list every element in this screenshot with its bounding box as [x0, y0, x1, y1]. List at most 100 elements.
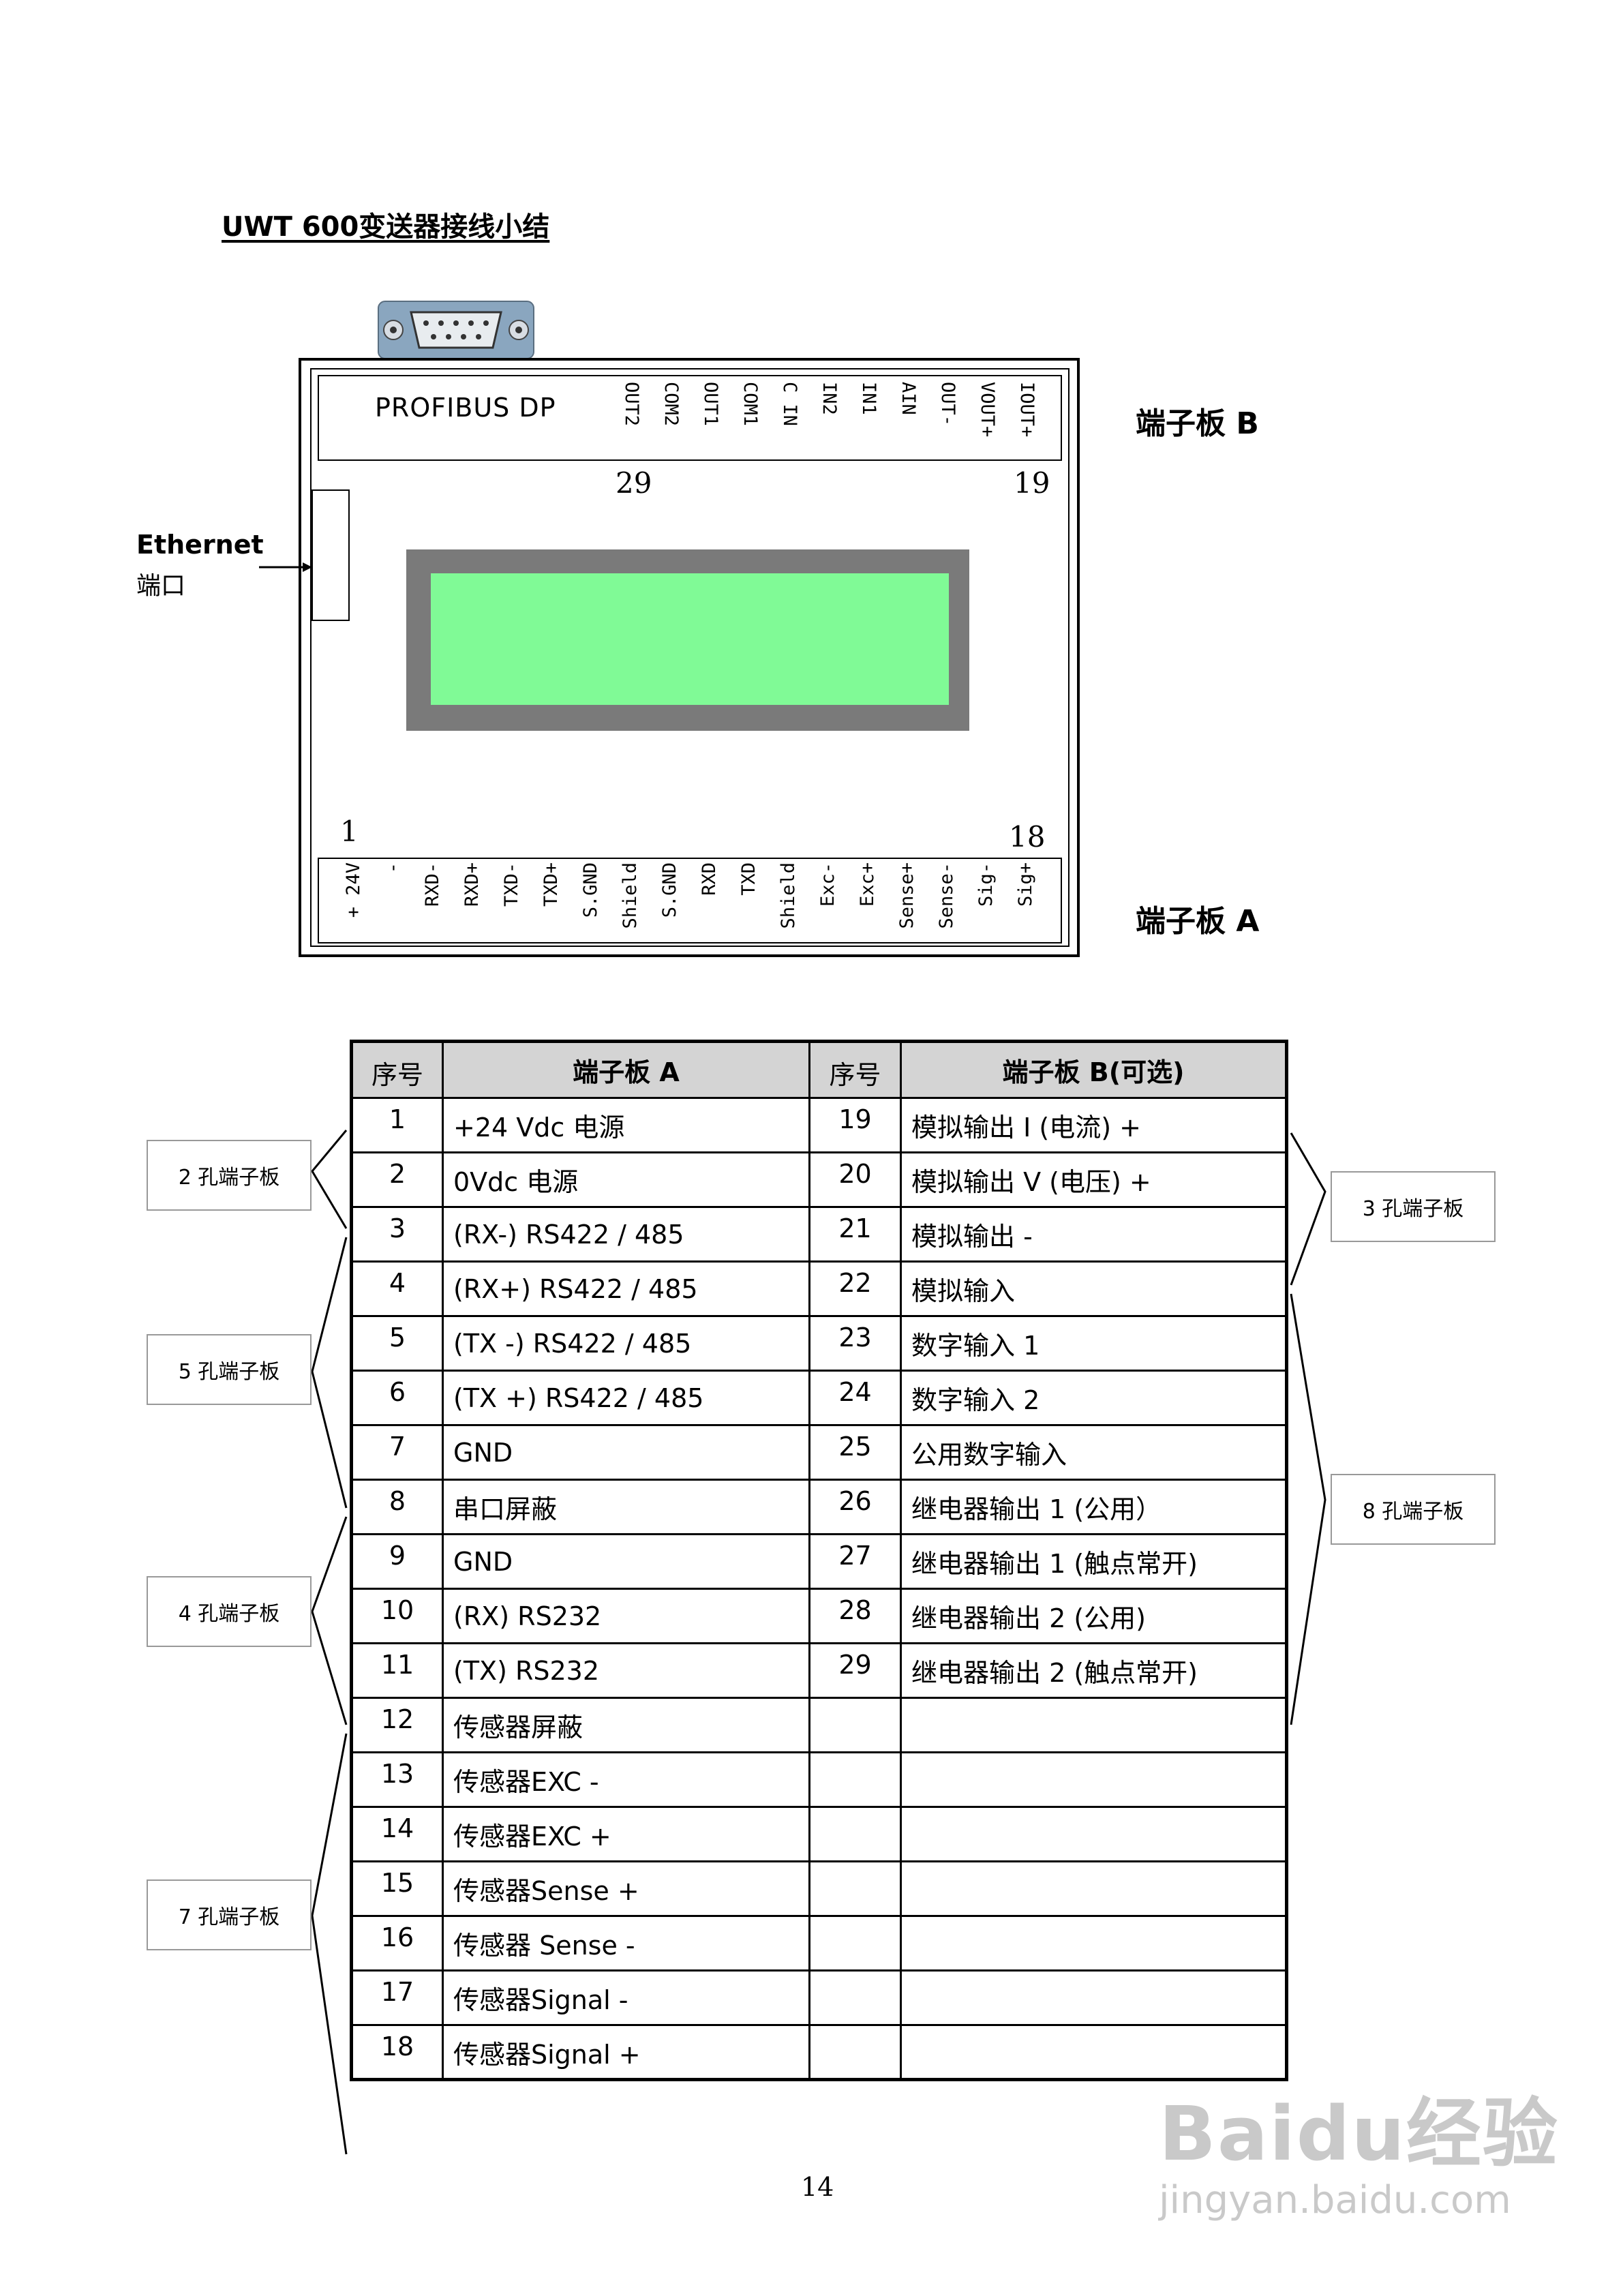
- row-desc-a: GND: [442, 1533, 810, 1590]
- row-desc-a: 传感器EXC +: [442, 1806, 810, 1862]
- row-num-b: [808, 1915, 902, 1972]
- row-num-a: 15: [350, 1860, 444, 1917]
- group-box-3-hole: 3 孔端子板: [1331, 1171, 1496, 1242]
- group-box-7-hole: 7 孔端子板: [147, 1879, 312, 1950]
- row-desc-a: (RX-) RS422 / 485: [442, 1206, 810, 1263]
- board-b-label: 端子板 B: [1136, 406, 1259, 441]
- row-desc-a: (RX+) RS422 / 485: [442, 1260, 810, 1317]
- terminal-strip-b: [318, 375, 1062, 461]
- row-num-a: 10: [350, 1588, 444, 1644]
- pin-number-29: 29: [616, 466, 652, 500]
- terminal-b-pin: COM2: [661, 382, 682, 427]
- row-num-a: 17: [350, 1969, 444, 2026]
- terminal-b-pin: C IN: [779, 382, 800, 427]
- terminal-b-pin: OUT1: [700, 382, 721, 427]
- row-num-b: [808, 2024, 902, 2081]
- device-inner-outline: [310, 368, 1070, 947]
- row-desc-b: [900, 1697, 1288, 1753]
- row-num-b: 26: [808, 1479, 902, 1535]
- terminal-b-pin: OUT-: [937, 382, 958, 427]
- group-box-4-hole: 4 孔端子板: [147, 1576, 312, 1647]
- row-desc-a: (RX) RS232: [442, 1588, 810, 1644]
- row-num-a: 5: [350, 1315, 444, 1372]
- row-num-a: 11: [350, 1642, 444, 1699]
- terminal-strip-a: [318, 858, 1062, 943]
- row-desc-b: 继电器输出 1 (触点常开): [900, 1533, 1288, 1590]
- row-num-a: 8: [350, 1479, 444, 1535]
- device-outline: [299, 358, 1080, 957]
- row-desc-b: [900, 1751, 1288, 1808]
- row-num-a: 3: [350, 1206, 444, 1263]
- pin-number-18: 18: [1009, 820, 1046, 854]
- db9-connector-icon: [378, 301, 534, 359]
- table-header-row: 序号 端子板 A 序号 端子板 B(可选): [350, 1040, 1288, 1099]
- board-a-label: 端子板 A: [1136, 904, 1260, 939]
- row-num-b: [808, 1751, 902, 1808]
- row-num-b: 22: [808, 1260, 902, 1317]
- row-desc-b: 继电器输出 1 (公用）: [900, 1479, 1288, 1535]
- pin-number-1: 1: [340, 815, 359, 848]
- lcd-screen: [431, 573, 949, 705]
- row-desc-b: 数字输入 1: [900, 1315, 1288, 1372]
- row-num-b: [808, 1860, 902, 1917]
- row-desc-b: 模拟输出 I (电流) +: [900, 1097, 1288, 1153]
- row-desc-a: +24 Vdc 电源: [442, 1097, 810, 1153]
- row-desc-b: [900, 1860, 1288, 1917]
- header-board-b: 端子板 B(可选): [900, 1040, 1288, 1099]
- row-num-b: 19: [808, 1097, 902, 1153]
- row-desc-a: (TX -) RS422 / 485: [442, 1315, 810, 1372]
- row-desc-a: 传感器EXC -: [442, 1751, 810, 1808]
- row-num-b: 28: [808, 1588, 902, 1644]
- pin-number-19: 19: [1014, 466, 1050, 500]
- terminal-b-pin: IN1: [858, 382, 879, 415]
- row-desc-a: 0Vdc 电源: [442, 1151, 810, 1208]
- ethernet-label: Ethernet: [136, 530, 264, 560]
- page-number: 14: [801, 2172, 834, 2202]
- row-num-a: 7: [350, 1424, 444, 1481]
- ethernet-label-port: 端口: [136, 572, 186, 600]
- baidu-watermark-logo: Baidu经验: [1159, 2090, 1559, 2177]
- row-num-b: 27: [808, 1533, 902, 1590]
- row-desc-a: 传感器Sense +: [442, 1860, 810, 1917]
- row-num-a: 1: [350, 1097, 444, 1153]
- ethernet-port: [312, 489, 350, 621]
- row-num-b: 24: [808, 1370, 902, 1426]
- row-num-b: 25: [808, 1424, 902, 1481]
- row-desc-b: 公用数字输入: [900, 1424, 1288, 1481]
- ethernet-arrow-icon: [259, 562, 312, 572]
- header-board-a: 端子板 A: [442, 1040, 810, 1099]
- terminal-b-pin: VOUT+: [977, 382, 998, 438]
- row-desc-b: 数字输入 2: [900, 1370, 1288, 1426]
- row-desc-a: (TX +) RS422 / 485: [442, 1370, 810, 1426]
- row-num-a: 12: [350, 1697, 444, 1753]
- row-num-b: 21: [808, 1206, 902, 1263]
- header-board-b-label: 端子板 B(可选): [1002, 1057, 1185, 1087]
- row-desc-b: 继电器输出 2 (触点常开): [900, 1642, 1288, 1699]
- profibus-label: PROFIBUS DP: [375, 393, 556, 423]
- group-box-8-hole: 8 孔端子板: [1331, 1474, 1496, 1545]
- header-num-a: 序号: [350, 1040, 444, 1099]
- terminal-b-pin: COM1: [740, 382, 761, 427]
- row-desc-b: [900, 2024, 1288, 2081]
- row-num-a: 16: [350, 1915, 444, 1972]
- terminal-b-pin: AIN: [898, 382, 919, 415]
- document-title: UWT 600变送器接线小结: [222, 211, 550, 243]
- row-num-b: [808, 1697, 902, 1753]
